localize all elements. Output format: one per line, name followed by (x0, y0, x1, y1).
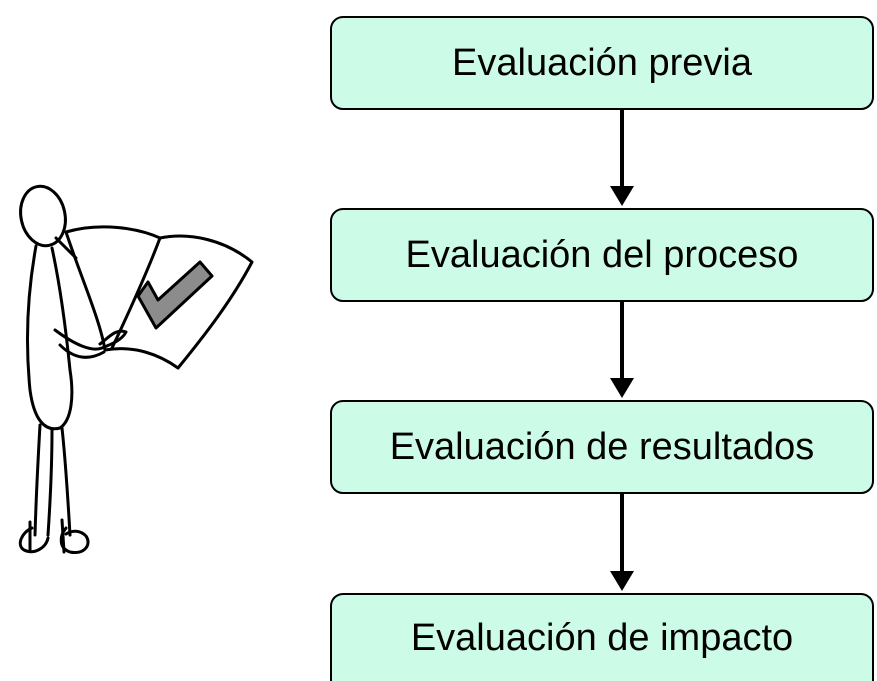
step-box-evaluacion-previa: Evaluación previa (330, 16, 874, 110)
step-label: Evaluación de impacto (410, 617, 794, 659)
step-label: Evaluación de resultados (389, 426, 815, 468)
figure-leg-left (33, 423, 42, 537)
figure-foot-left (18, 526, 50, 554)
figure-arm (53, 328, 128, 351)
step-box-evaluacion-de-resultados: Evaluación de resultados (330, 400, 874, 494)
figure-foot-right (59, 526, 90, 555)
step-box-evaluacion-de-impacto: Evaluación de impacto (330, 593, 874, 681)
step-label: Evaluación del proceso (405, 234, 799, 276)
checkmark-icon (136, 260, 214, 330)
arrow-down-icon (610, 494, 634, 591)
document (64, 225, 254, 370)
step-label: Evaluación previa (452, 42, 752, 84)
arrow-down-icon (610, 302, 634, 398)
arrow-down-icon (610, 110, 634, 206)
step-box-evaluacion-del-proceso: Evaluación del proceso (330, 208, 874, 302)
figure-leg-right (60, 426, 72, 537)
stick-figure-illustration (18, 184, 254, 555)
figure-body (26, 244, 74, 431)
figure-head (19, 184, 67, 248)
